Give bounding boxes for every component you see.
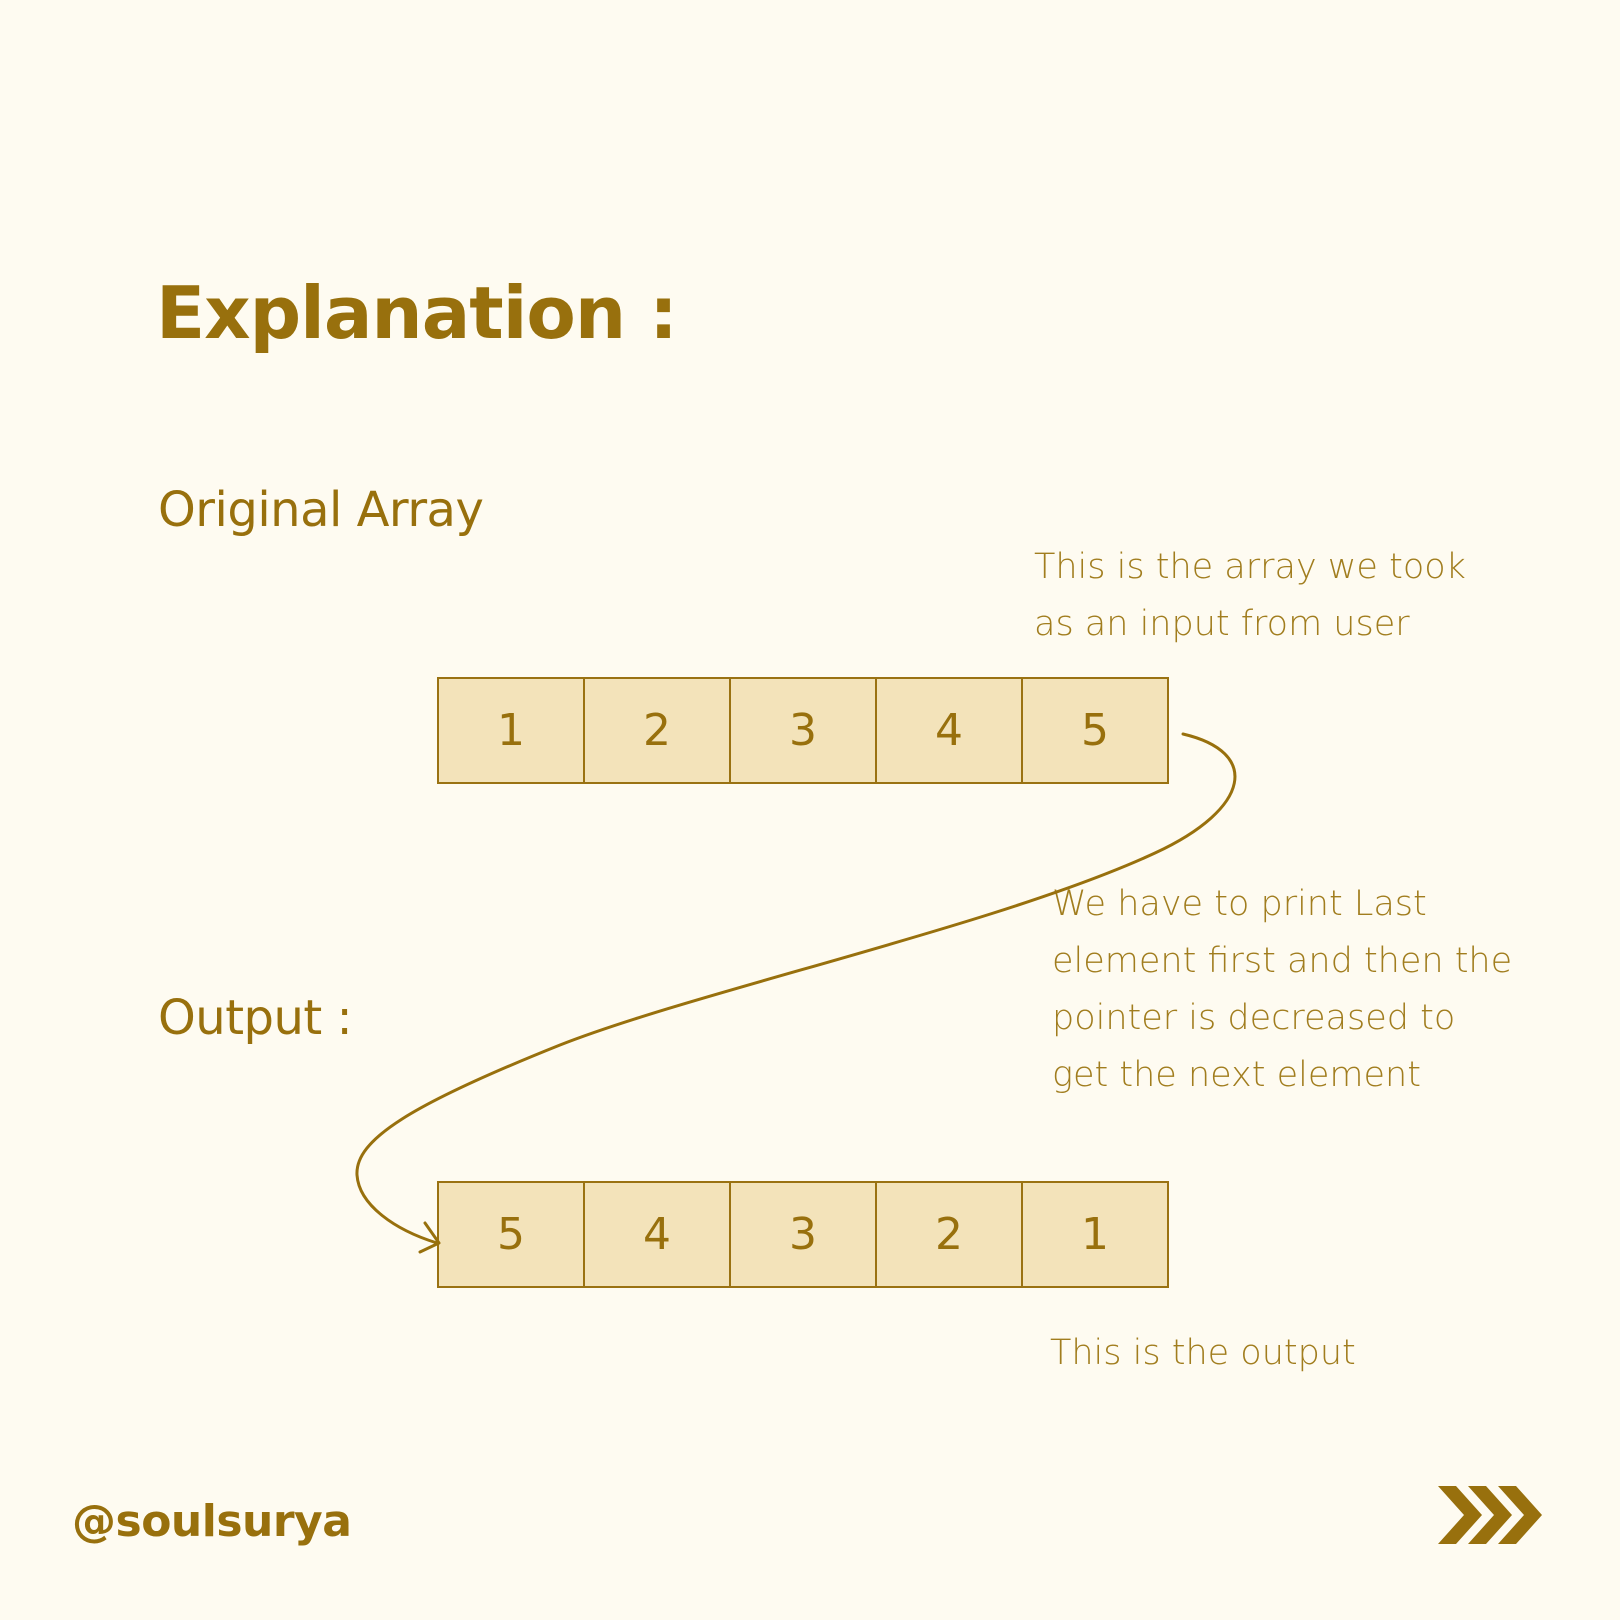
chevron-icon — [1498, 1486, 1542, 1544]
chevron-triple-right-icon[interactable] — [1436, 1480, 1546, 1550]
page-title: Explanation : — [156, 271, 678, 355]
chevron-icon — [1468, 1486, 1512, 1544]
explanation-note-line: element first and then the — [1052, 941, 1513, 981]
explanation-note: We have to print Last element first and … — [1052, 876, 1572, 1104]
array-cell: 4 — [583, 1181, 731, 1288]
chevron-icon — [1438, 1486, 1482, 1544]
explanation-note-line: pointer is decreased to — [1052, 998, 1456, 1038]
explanation-note-line: get the next element — [1052, 1055, 1421, 1095]
output-label: Output : — [158, 990, 353, 1046]
original-array-label: Original Array — [158, 482, 484, 538]
array-cell: 4 — [875, 677, 1023, 784]
array-cell: 1 — [1021, 1181, 1169, 1288]
array-cell: 1 — [437, 677, 585, 784]
array-cell: 2 — [875, 1181, 1023, 1288]
array-cell: 2 — [583, 677, 731, 784]
output-note: This is the output — [1050, 1333, 1356, 1373]
array-cell: 3 — [729, 677, 877, 784]
array-cell: 5 — [437, 1181, 585, 1288]
author-handle: @soulsurya — [72, 1496, 352, 1547]
input-note: This is the array we took as an input fr… — [1034, 539, 1514, 653]
input-note-line: as an input from user — [1034, 604, 1410, 644]
original-array: 1 2 3 4 5 — [437, 677, 1169, 784]
output-array: 5 4 3 2 1 — [437, 1181, 1169, 1288]
input-note-line: This is the array we took — [1034, 547, 1466, 587]
array-cell: 3 — [729, 1181, 877, 1288]
explanation-note-line: We have to print Last — [1052, 884, 1427, 924]
array-cell: 5 — [1021, 677, 1169, 784]
